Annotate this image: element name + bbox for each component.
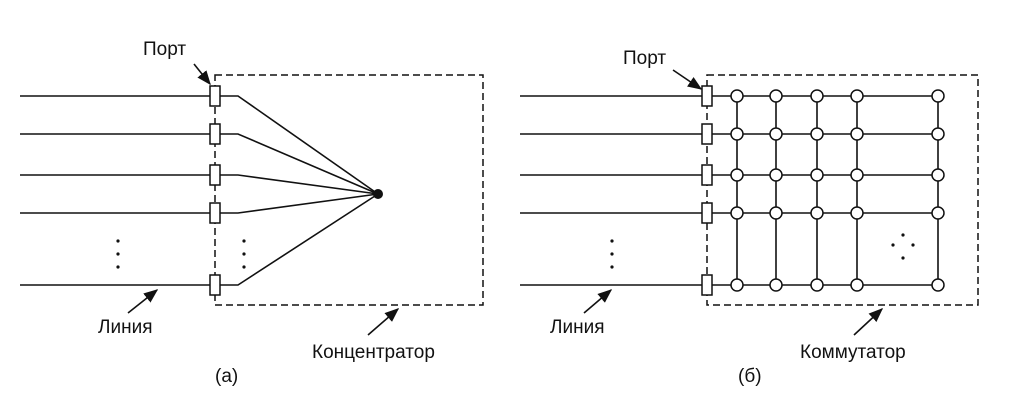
hub-ellipsis-outside	[116, 239, 120, 269]
switch-line-arrow	[583, 289, 613, 314]
switch-port-label: Порт	[623, 48, 666, 69]
hub-ellipsis-inside	[242, 239, 246, 269]
switch-crosspoints	[730, 89, 945, 292]
hub-device-label: Концентратор	[312, 342, 435, 363]
hub-line-arrow	[127, 289, 159, 314]
switch-device-arrow	[853, 308, 884, 336]
switch-incoming-lines	[520, 95, 702, 286]
switch-enclosure	[706, 74, 979, 306]
hub-incoming-lines	[20, 95, 210, 286]
hub-fan-lines	[220, 95, 379, 286]
hub-center-node	[373, 189, 383, 199]
switch-device-label: Коммутатор	[800, 342, 906, 363]
hub-line-label: Линия	[98, 317, 152, 338]
hub-device-arrow	[367, 308, 400, 336]
switch-grid-columns	[736, 96, 939, 285]
switch-diagram: Порт Линия Коммутатор (б)	[520, 48, 979, 387]
hub-diagram: Порт Линия Концентратор (а)	[20, 39, 484, 387]
switch-ellipsis-inside	[891, 233, 915, 260]
hub-port-arrow	[193, 63, 211, 86]
switch-line-label: Линия	[550, 317, 604, 338]
hub-caption: (а)	[215, 366, 238, 387]
switch-grid-rows	[712, 95, 938, 286]
hub-enclosure	[214, 74, 484, 306]
switch-caption: (б)	[738, 366, 762, 387]
switch-ellipsis-outside	[610, 239, 614, 269]
hub-port-label: Порт	[143, 39, 186, 60]
switch-port-arrow	[672, 69, 703, 90]
